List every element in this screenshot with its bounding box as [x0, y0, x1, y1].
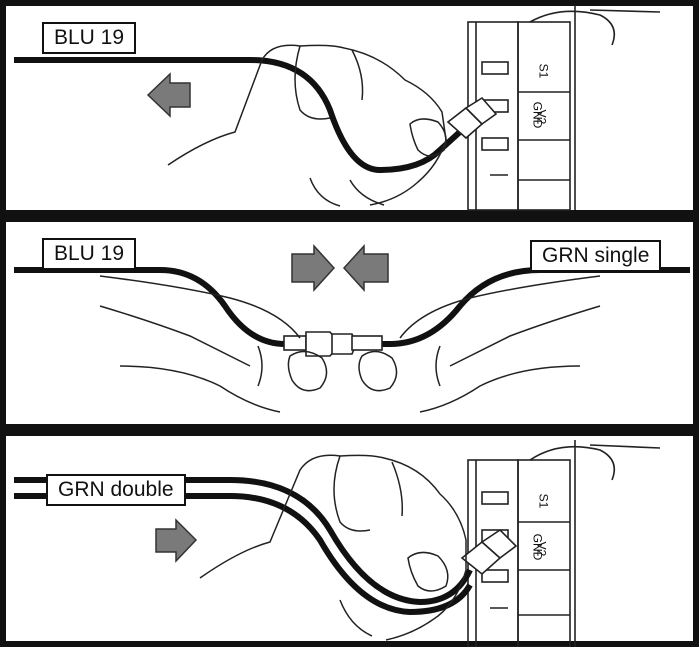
terminal-label-gnd: GND [530, 533, 545, 561]
panel-frame [0, 430, 699, 647]
arrow-right-icon [155, 518, 198, 563]
wire-connector [446, 96, 498, 140]
wire-grn-single [360, 267, 690, 347]
arrow-right-icon [291, 244, 336, 292]
wire-grn-double-a [14, 477, 473, 606]
arrow-left-icon [146, 72, 191, 118]
wire-label-blu-19: BLU 19 [42, 22, 137, 54]
panel-connect: GRN double S1 V2 GND [0, 430, 699, 647]
panel-disconnect-drawing [0, 0, 699, 216]
hand-illustration [167, 44, 447, 207]
wire-label-blu-19: BLU 19 [42, 238, 137, 270]
terminal-label-s1: S1 [536, 493, 551, 509]
wire-grn-double-b [14, 493, 473, 616]
wire-connector [460, 528, 518, 576]
panel-join-drawing [0, 216, 699, 430]
hand-illustration [199, 454, 467, 641]
wire-label-grn-single: GRN single [530, 240, 662, 272]
terminal-label-gnd: GND [530, 101, 545, 129]
hand-right-illustration [358, 275, 601, 413]
wire-blu-19 [14, 57, 465, 174]
panel-disconnect: BLU 19 S1 V2 GND [0, 0, 699, 216]
terminal-block [467, 5, 661, 211]
panel-frame [0, 216, 699, 430]
arrow-left-icon [342, 244, 389, 292]
panel-join: BLU 19 GRN single [0, 216, 699, 430]
wire-blu-19 [14, 267, 318, 347]
wire-connector [283, 331, 383, 357]
wire-label-grn-double: GRN double [46, 474, 186, 506]
terminal-label-s1: S1 [536, 63, 551, 79]
panel-frame [0, 0, 699, 216]
hand-left-illustration [99, 275, 328, 413]
panel-connect-drawing [0, 430, 699, 647]
